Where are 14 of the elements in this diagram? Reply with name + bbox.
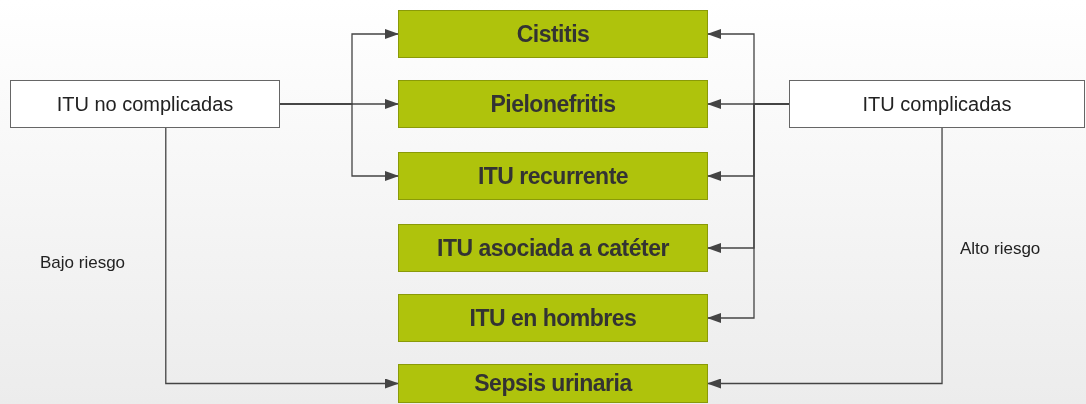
arrow <box>279 103 399 181</box>
edge-label: Alto riesgo <box>960 238 1041 260</box>
group-box: ITU no complicadas <box>10 80 280 128</box>
arrow <box>707 127 943 389</box>
edge-label: Bajo riesgo <box>40 252 126 274</box>
category-box: ITU asociada a catéter <box>398 224 708 272</box>
category-box: Pielonefritis <box>398 80 708 128</box>
group-box: ITU complicadas <box>789 80 1085 128</box>
arrow <box>707 103 790 323</box>
category-box: ITU en hombres <box>398 294 708 342</box>
category-box: ITU recurrente <box>398 152 708 200</box>
arrow <box>165 127 399 389</box>
category-box: Sepsis urinaria <box>398 364 708 403</box>
category-box: Cistitis <box>398 10 708 58</box>
